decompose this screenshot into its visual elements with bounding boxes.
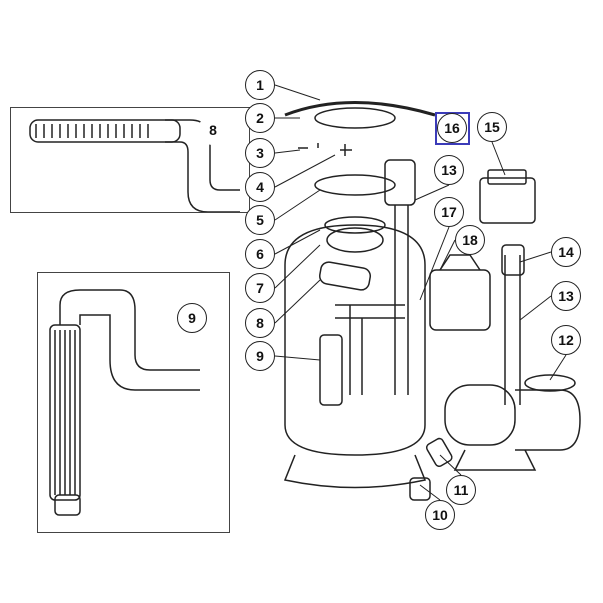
inset-lateral-9: [37, 272, 230, 533]
callout-2: 2: [245, 103, 275, 133]
callout-5: 5: [245, 205, 275, 235]
callout-12: 12: [551, 325, 581, 355]
callout-11: 11: [446, 475, 476, 505]
callout-13-upper: 13: [434, 155, 464, 185]
callout-4: 4: [245, 172, 275, 202]
callout-16: 16: [437, 113, 467, 143]
callout-1: 1: [245, 70, 275, 100]
pump-drawing: [409, 374, 581, 501]
callout-6: 6: [245, 239, 275, 269]
callout-13-lower: 13: [551, 281, 581, 311]
callout-14: 14: [551, 237, 581, 267]
callout-18: 18: [455, 225, 485, 255]
filter-tank-drawing: [283, 101, 436, 489]
callout-3: 3: [245, 138, 275, 168]
hose-assembly-8-drawing: [29, 119, 240, 213]
lateral-assembly-9-drawing: [49, 289, 200, 516]
control-box-drawing: [479, 169, 536, 224]
callout-17: 17: [434, 197, 464, 227]
callout-15: 15: [477, 112, 507, 142]
piping-drawing: [335, 159, 525, 405]
leader-lines: [274, 84, 567, 501]
callout-7: 7: [245, 273, 275, 303]
inset-label-8: 8: [198, 115, 228, 145]
callout-10: 10: [425, 500, 455, 530]
callout-9: 9: [245, 341, 275, 371]
callout-8: 8: [245, 308, 275, 338]
inset-label-9: 9: [177, 303, 207, 333]
